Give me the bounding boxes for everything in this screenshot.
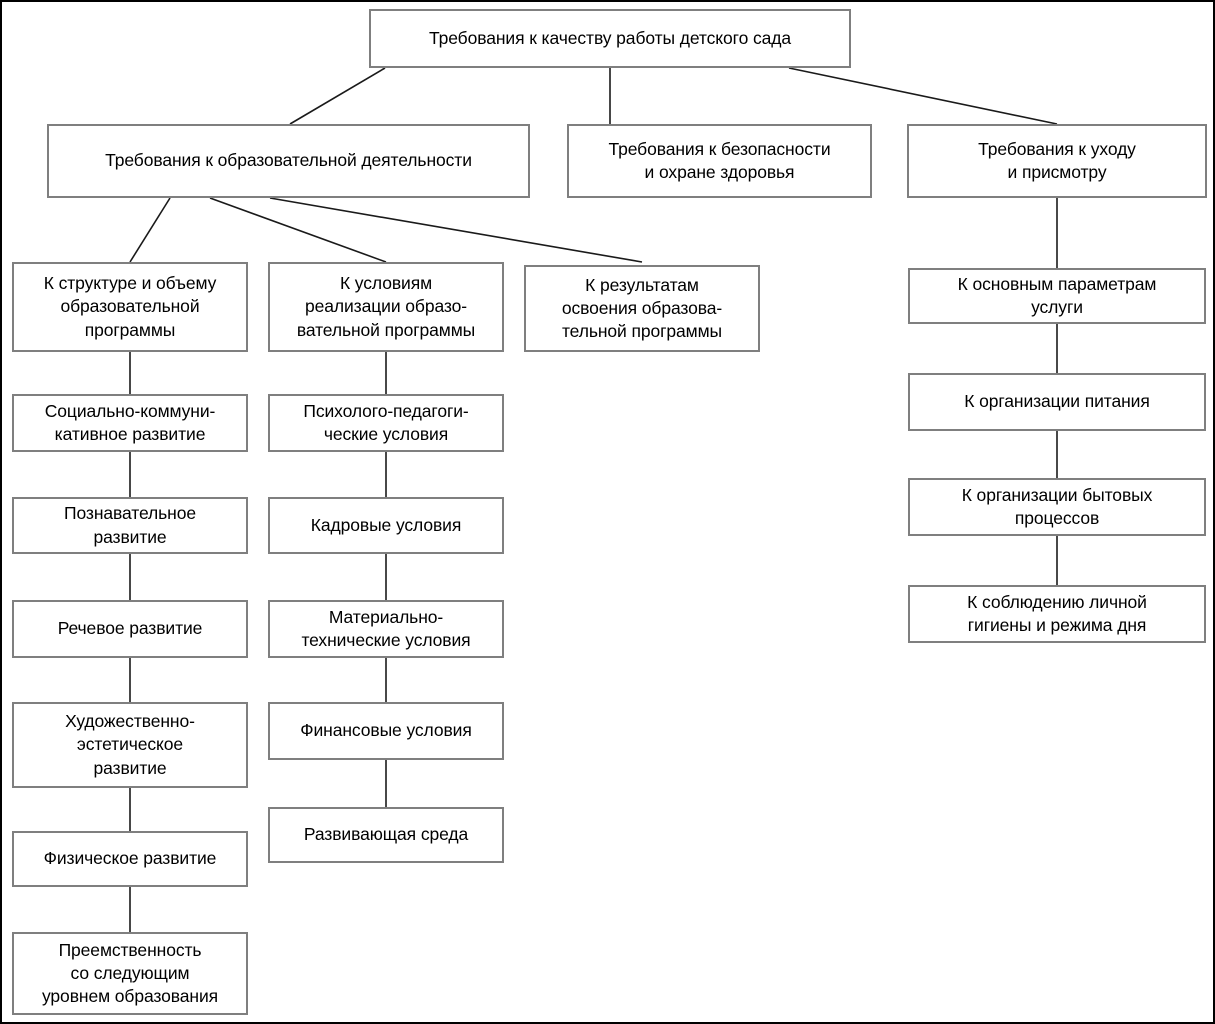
node-environment-label: Развивающая среда bbox=[303, 824, 469, 845]
node-speech-label: Речевое развитие bbox=[57, 618, 203, 639]
node-edu[interactable]: Требования к образовательной деятельност… bbox=[47, 124, 530, 198]
node-physical-label: Физическое развитие bbox=[43, 848, 217, 869]
node-material[interactable]: Материально-технические условия bbox=[268, 600, 504, 658]
node-physical[interactable]: Физическое развитие bbox=[12, 831, 248, 887]
node-staff[interactable]: Кадровые условия bbox=[268, 497, 504, 554]
connector-root-to-care bbox=[788, 67, 1058, 125]
node-nutrition[interactable]: К организации питания bbox=[908, 373, 1206, 431]
node-nutrition-label: К организации питания bbox=[964, 391, 1150, 412]
node-social-label: Социально-коммуни-кативное развитие bbox=[44, 400, 216, 444]
node-speech[interactable]: Речевое развитие bbox=[12, 600, 248, 658]
node-root-label: Требования к качеству работы детского са… bbox=[428, 27, 792, 48]
node-environment[interactable]: Развивающая среда bbox=[268, 807, 504, 863]
node-root[interactable]: Требования к качеству работы детского са… bbox=[369, 9, 851, 68]
node-social[interactable]: Социально-коммуни-кативное развитие bbox=[12, 394, 248, 452]
node-finance-label: Финансовые условия bbox=[300, 720, 472, 741]
connector-edu-to-results bbox=[269, 197, 643, 263]
connector-edu-to-conditions bbox=[209, 197, 387, 263]
connector-root-to-edu bbox=[289, 67, 386, 125]
node-psych[interactable]: Психолого-педагоги-ческие условия bbox=[268, 394, 504, 452]
node-psych-label: Психолого-педагоги-ческие условия bbox=[303, 400, 469, 444]
node-material-label: Материально-технические условия bbox=[301, 606, 471, 650]
node-staff-label: Кадровые условия bbox=[310, 514, 462, 535]
connector-edu-to-structure bbox=[129, 197, 171, 263]
node-edu-label: Требования к образовательной деятельност… bbox=[105, 150, 472, 171]
node-finance[interactable]: Финансовые условия bbox=[268, 702, 504, 760]
